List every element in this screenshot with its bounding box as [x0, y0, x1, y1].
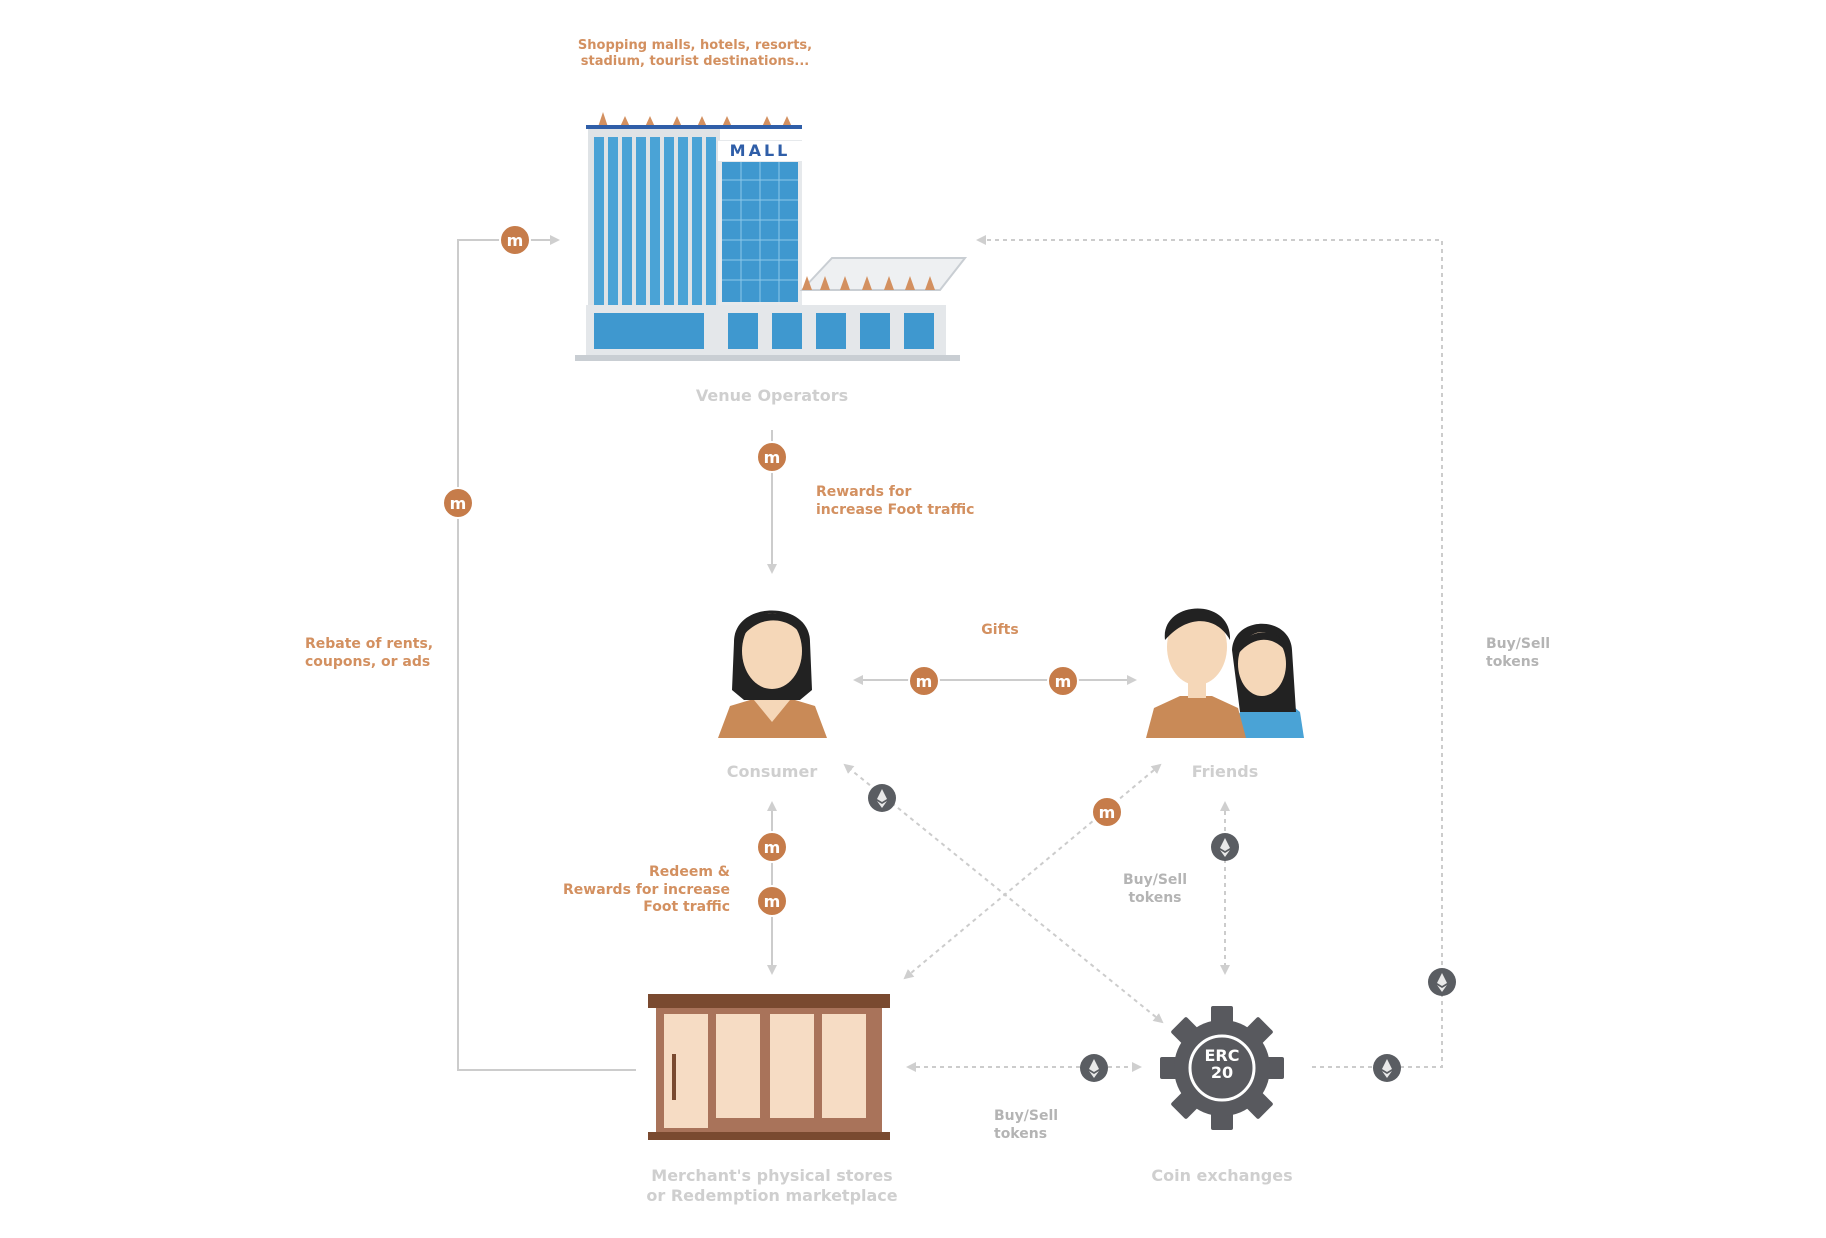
buy-sell-bottom-label: Buy/Sell tokens [994, 1108, 1059, 1142]
redeem-label: Redeem & Rewards for increase Foot traff… [562, 864, 730, 915]
venue-operators-label: Venue Operators [695, 386, 849, 405]
mall-sign: MALL [718, 141, 802, 161]
consumer-label: Consumer [726, 762, 818, 781]
woman-avatar [718, 610, 827, 738]
rewards-foot-traffic-label: Rewards for increase Foot traffic [816, 484, 975, 518]
coin-icon [756, 441, 788, 473]
coin-exchanges-label: Coin exchanges [1151, 1166, 1293, 1185]
coin-icon [1091, 796, 1123, 828]
coin-icon [499, 224, 531, 256]
erc20-label: ERC 20 [1204, 1046, 1240, 1082]
coin-icon [908, 665, 940, 697]
coin-icon [442, 487, 474, 519]
buy-sell-middle-label: Buy/Sell tokens [1122, 872, 1188, 906]
merchant-label: Merchant's physical stores or Redemption… [646, 1166, 898, 1205]
buy-sell-right-label: Buy/Sell tokens [1486, 636, 1551, 670]
gifts-label: Gifts [981, 622, 1019, 638]
dashed-connectors [843, 235, 1443, 1072]
ethereum-icon [868, 784, 896, 812]
venue-types-label: Shopping malls, hotels, resorts, stadium… [577, 38, 813, 70]
rebate-line [457, 235, 636, 1071]
rebate-label: Rebate of rents, coupons, or ads [305, 636, 434, 670]
ethereum-icon [1080, 1054, 1108, 1082]
gear-icon [1160, 1006, 1284, 1130]
ethereum-icon [1428, 968, 1456, 996]
friends-label: Friends [1191, 762, 1259, 781]
couple-avatar [1146, 608, 1304, 738]
coin-icon [1047, 665, 1079, 697]
mall-building [575, 112, 968, 361]
ethereum-icon [1373, 1054, 1401, 1082]
coin-icon [756, 885, 788, 917]
coin-icon [756, 831, 788, 863]
ethereum-icon [1211, 833, 1239, 861]
store-front [648, 994, 890, 1140]
